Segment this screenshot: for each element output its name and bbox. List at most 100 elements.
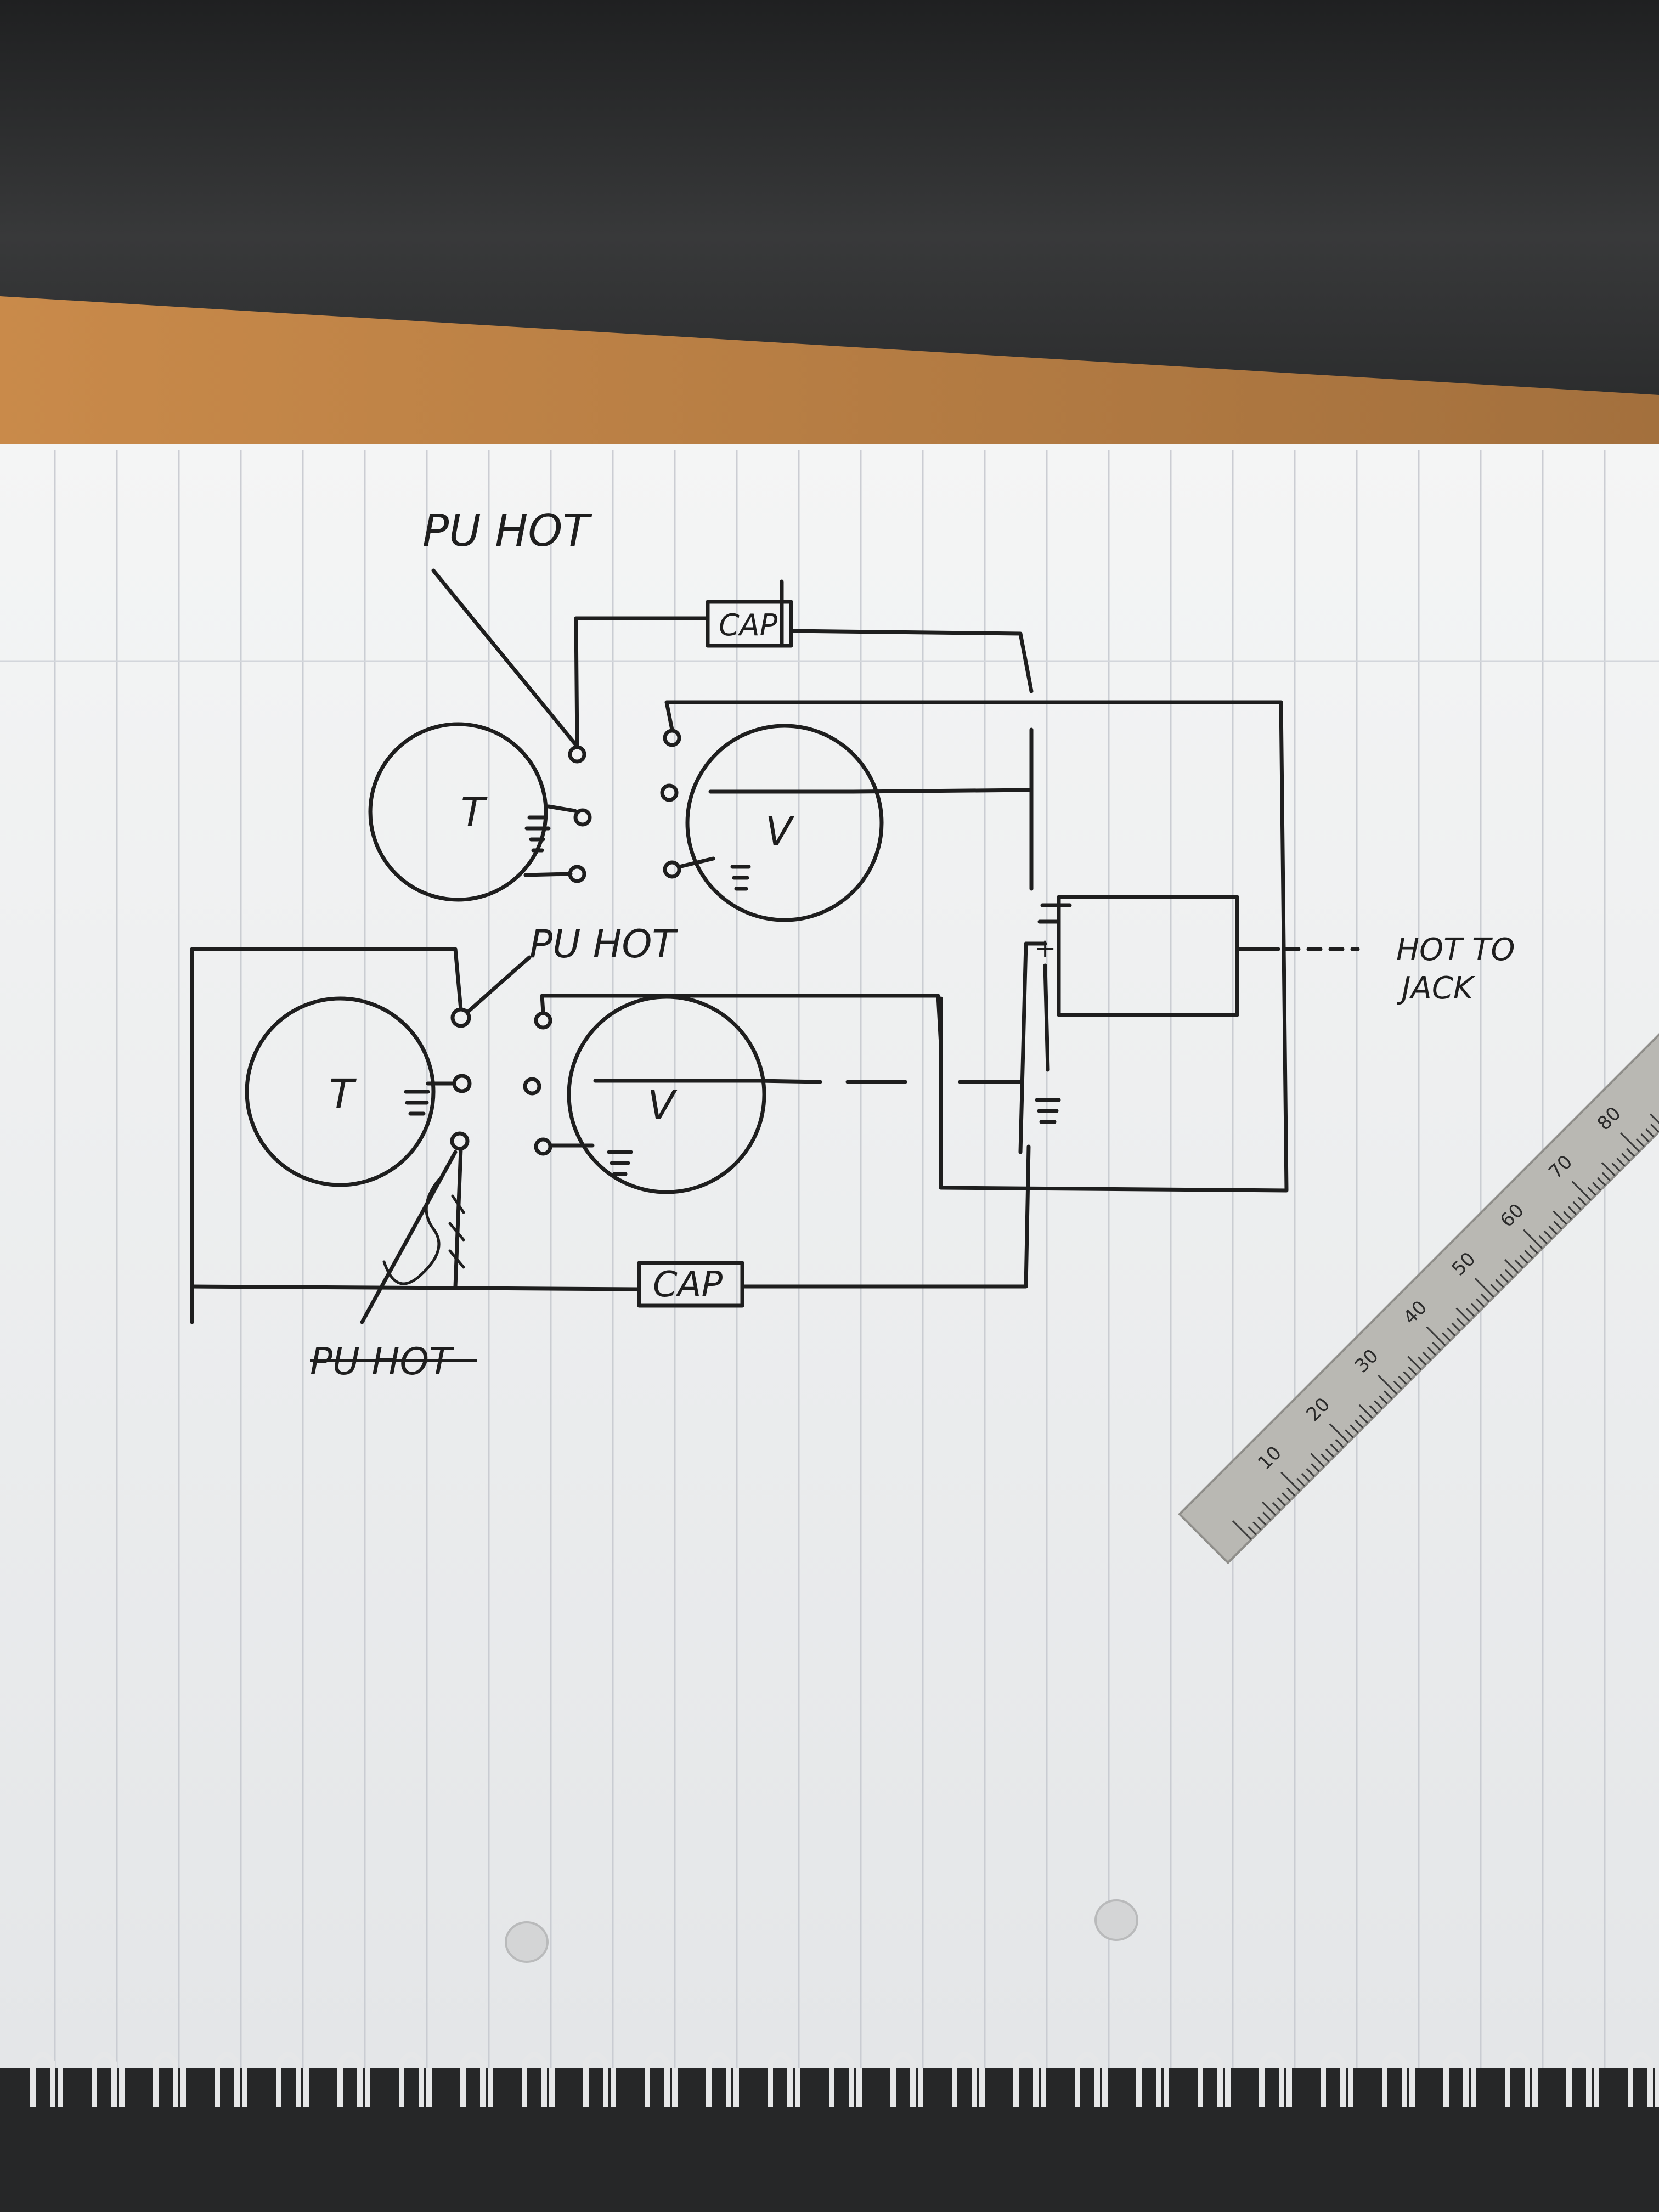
ruler-tick	[1504, 1259, 1519, 1273]
ruler-tick	[1310, 1453, 1325, 1468]
ruler-tick	[1422, 1351, 1431, 1361]
ruler-tick	[1616, 1158, 1626, 1167]
spiral-coil	[829, 2052, 862, 2107]
spiral-coil	[215, 2052, 247, 2107]
ruler-tick	[1495, 1279, 1504, 1288]
ruler-tick	[1538, 1235, 1548, 1244]
spiral-coil	[645, 2052, 678, 2107]
spiral-coil	[522, 2052, 555, 2107]
spiral-coil	[1628, 2052, 1659, 2107]
ruler-tick	[1369, 1404, 1378, 1414]
ruler-tick	[1601, 1172, 1611, 1181]
jack-label-line2: JACK	[1396, 970, 1476, 1006]
ruler-tick	[1635, 1138, 1645, 1148]
ruler-tick	[1257, 1516, 1267, 1526]
spiral-coil	[1136, 2052, 1169, 2107]
ruler-tick	[1427, 1346, 1436, 1356]
ruler-tick	[1417, 1356, 1427, 1365]
ruler-tick	[1329, 1423, 1349, 1443]
label-pu-hot-mid: PU HOT	[529, 922, 678, 967]
ruler-tick	[1277, 1497, 1286, 1506]
ruler-tick	[1301, 1472, 1310, 1482]
ruler-tick	[1519, 1254, 1528, 1264]
spiral-coil	[1505, 2052, 1538, 2107]
ruler-tick	[1621, 1153, 1630, 1162]
volume-pot-bottom-label: V	[647, 1082, 678, 1129]
selector-switch	[1057, 895, 1239, 1017]
ruler-tick	[1252, 1521, 1262, 1531]
ruler-tick	[1403, 1371, 1412, 1380]
spiral-coil	[1443, 2052, 1476, 2107]
ruler-tick	[1562, 1211, 1572, 1220]
volume-pot-top	[685, 724, 884, 922]
ruler-tick	[1345, 1429, 1354, 1438]
ruler-tick	[1262, 1511, 1272, 1521]
tone-pot-top-label: T	[461, 789, 488, 835]
ruler-tick	[1650, 1124, 1659, 1133]
ruler-tick	[1451, 1322, 1460, 1331]
spiral-coil	[890, 2052, 923, 2107]
ruler-tick	[1261, 1501, 1277, 1516]
ruler-tick	[1455, 1307, 1470, 1322]
ruler-tick	[1592, 1182, 1601, 1191]
wood-strip	[0, 296, 1659, 472]
capacitor-bottom-label: CAP	[653, 1265, 723, 1305]
ruler-tick	[1514, 1259, 1523, 1269]
ruler-tick	[1626, 1148, 1635, 1157]
ruler-tick	[1548, 1225, 1558, 1235]
ruler-tick	[1296, 1477, 1306, 1487]
ruler-tick	[1596, 1177, 1606, 1186]
ruler-tick	[1286, 1487, 1296, 1497]
spiral-coil	[460, 2052, 493, 2107]
ruler-tick	[1587, 1187, 1596, 1196]
wiring-sketch	[190, 568, 1360, 1324]
spiral-coil	[337, 2052, 370, 2107]
ruler-tick	[1330, 1443, 1339, 1453]
punch-hole-right	[1094, 1899, 1138, 1941]
ruler-tick	[1650, 1113, 1659, 1128]
label-pu-hot-top: PU HOT	[422, 505, 592, 556]
ruler-tick	[1446, 1327, 1456, 1336]
spiral-coil	[1075, 2052, 1108, 2107]
spiral-coil	[92, 2052, 125, 2107]
ruler-tick	[1377, 1374, 1398, 1395]
ruler-tick	[1379, 1395, 1388, 1404]
switch-plus-label: +	[1034, 933, 1056, 964]
ruler-tick	[1529, 1245, 1538, 1254]
ruler-tick	[1601, 1161, 1616, 1177]
ruler-tick	[1620, 1132, 1640, 1152]
ruler-tick	[1280, 1471, 1301, 1492]
ruler-tick	[1432, 1342, 1441, 1351]
ruler-tick	[1325, 1448, 1335, 1458]
capacitor-top	[706, 600, 793, 648]
ruler-tick	[1553, 1221, 1562, 1230]
spiral-coil	[706, 2052, 739, 2107]
spiral-coil	[1382, 2052, 1415, 2107]
ruler-tick	[1572, 1201, 1582, 1210]
ruler-tick	[1248, 1526, 1257, 1536]
ruler-tick	[1311, 1463, 1320, 1472]
spiral-coil	[30, 2052, 63, 2107]
spiral-coil	[1566, 2052, 1599, 2107]
ruler-tick	[1374, 1400, 1383, 1409]
ruler-tick	[1426, 1326, 1446, 1346]
ruler-tick	[1577, 1196, 1587, 1206]
ruler-tick	[1321, 1453, 1330, 1463]
spiral-binding	[30, 2052, 1659, 2107]
ruler-tick	[1480, 1293, 1489, 1302]
ruler-tick	[1398, 1375, 1407, 1385]
ruler-tick	[1543, 1230, 1553, 1240]
ruler-tick	[1640, 1133, 1650, 1143]
ruler-tick	[1571, 1181, 1592, 1201]
ruler-tick	[1611, 1163, 1621, 1172]
ruler-tick	[1393, 1380, 1402, 1390]
ruler-tick	[1335, 1438, 1344, 1448]
ruler-tick	[1282, 1492, 1291, 1502]
ruler-tick	[1408, 1366, 1417, 1375]
capacitor-top-label: CAP	[719, 608, 778, 642]
ruler-tick	[1466, 1308, 1475, 1317]
ruler-tick	[1442, 1332, 1451, 1341]
ruler-tick	[1475, 1298, 1485, 1307]
